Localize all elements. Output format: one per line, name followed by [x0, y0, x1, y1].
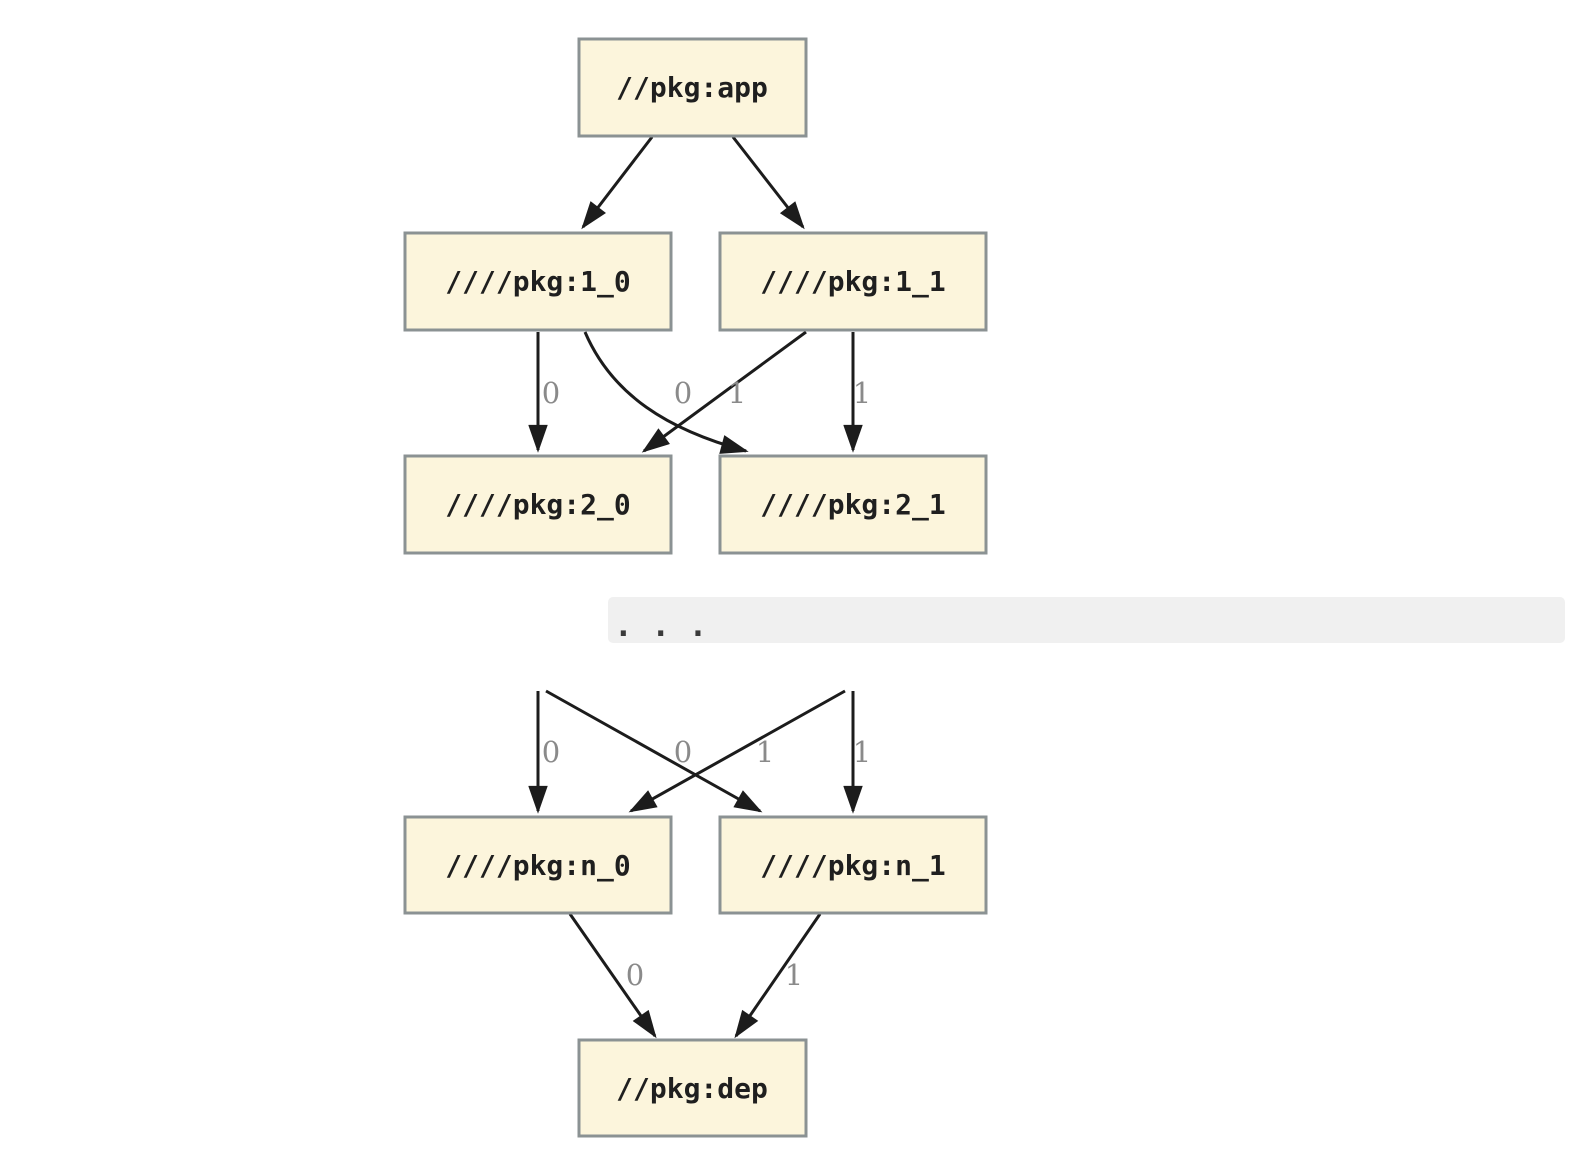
- node-label: //pkg:app: [616, 71, 768, 104]
- node-box: [718, 454, 988, 555]
- edge-labels: 0 0 1 1 0 0 1 1 0 1: [542, 376, 871, 992]
- node-pkg-n_1: ////pkg:n_1: [718, 815, 988, 915]
- node-box: [403, 815, 673, 915]
- edge-prev1-to-n_0: [628, 689, 846, 813]
- node-box: [403, 454, 673, 555]
- node-label: ////pkg:n_0: [445, 849, 630, 882]
- node-box: [577, 37, 808, 138]
- edge-prev0-to-n_1: [545, 689, 763, 813]
- ellipsis-band: [608, 597, 1565, 643]
- node-label: ////pkg:1_1: [760, 265, 945, 298]
- edge-label: 1: [756, 735, 774, 769]
- node-pkg-1_0: ////pkg:1_0: [403, 231, 673, 332]
- node-label: ////pkg:2_1: [760, 488, 945, 521]
- ellipsis-row: . . .: [608, 597, 1565, 644]
- node-pkg-1_1: ////pkg:1_1: [718, 231, 988, 332]
- node-box: [577, 1038, 808, 1138]
- node-box: [718, 815, 988, 915]
- node-pkg-2_1: ////pkg:2_1: [718, 454, 988, 555]
- node-pkg-app: //pkg:app: [577, 37, 808, 138]
- edge-label: 1: [785, 958, 803, 992]
- edge-label: 0: [674, 376, 692, 410]
- edge-label: 1: [728, 376, 746, 410]
- ellipsis-dots: . . .: [614, 608, 707, 644]
- node-pkg-n_0: ////pkg:n_0: [403, 815, 673, 915]
- edge-lines: [528, 136, 863, 1039]
- edge-app-to-1_0: [581, 136, 654, 230]
- edge-app-to-1_1: [731, 136, 805, 230]
- node-pkg-dep: //pkg:dep: [577, 1038, 808, 1138]
- node-label: //pkg:dep: [616, 1072, 768, 1105]
- node-label: ////pkg:n_1: [760, 849, 945, 882]
- edge-1_1-to-2_0: [641, 330, 807, 453]
- edge-label: 0: [542, 376, 560, 410]
- edge-n_0-to-dep: [568, 913, 657, 1039]
- edge-label: 0: [542, 735, 560, 769]
- node-label: ////pkg:2_0: [445, 488, 630, 521]
- edge-label: 0: [626, 958, 644, 992]
- node-label: ////pkg:1_0: [445, 265, 630, 298]
- node-pkg-2_0: ////pkg:2_0: [403, 454, 673, 555]
- node-box: [718, 231, 988, 332]
- edge-label: 1: [853, 735, 871, 769]
- node-box: [403, 231, 673, 332]
- edge-1_0-to-2_1: [583, 331, 749, 454]
- edge-label: 0: [674, 735, 692, 769]
- edge-label: 1: [853, 376, 871, 410]
- edge-n_1-to-dep: [734, 913, 822, 1039]
